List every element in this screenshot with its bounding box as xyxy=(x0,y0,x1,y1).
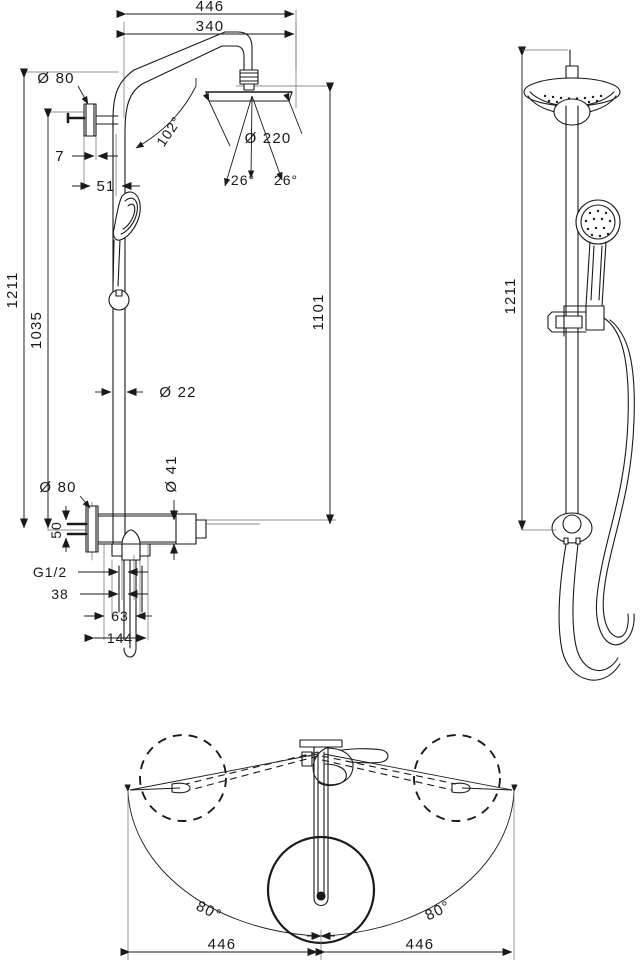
dim-446-bottom-right: 446 xyxy=(406,936,435,953)
dim-38: 38 xyxy=(51,586,69,602)
dim-446-bottom-left: 446 xyxy=(208,936,237,953)
dim-50: 50 xyxy=(48,521,64,539)
dim-7: 7 xyxy=(55,148,65,165)
dim-1035: 1035 xyxy=(28,311,45,349)
dim-144: 144 xyxy=(107,630,133,646)
dim-1211-right: 1211 xyxy=(502,277,519,314)
dim-angle-26-right: 26° xyxy=(274,172,298,188)
dim-446-top: 446 xyxy=(196,0,225,15)
dim-connector-41: Ø 41 xyxy=(163,455,180,492)
dim-angle-102: 102° xyxy=(153,113,185,149)
dim-thread-g12: G1/2 xyxy=(33,564,67,580)
dim-valve-flange-80: Ø 80 xyxy=(39,479,76,496)
dim-1211-left: 1211 xyxy=(4,271,21,308)
dim-angle-80-left: 80° xyxy=(193,898,224,925)
dim-angle-26-left: 26° xyxy=(231,172,255,188)
dim-flange-80-top: Ø 80 xyxy=(37,70,74,87)
dim-340: 340 xyxy=(196,18,225,35)
dim-head-diameter-220: Ø 220 xyxy=(245,130,292,147)
dim-1101: 1101 xyxy=(310,293,327,330)
dim-51: 51 xyxy=(96,178,115,195)
dim-riser-22: Ø 22 xyxy=(159,384,196,401)
dim-angle-80-right: 80° xyxy=(422,898,453,925)
dim-63: 63 xyxy=(111,608,129,624)
